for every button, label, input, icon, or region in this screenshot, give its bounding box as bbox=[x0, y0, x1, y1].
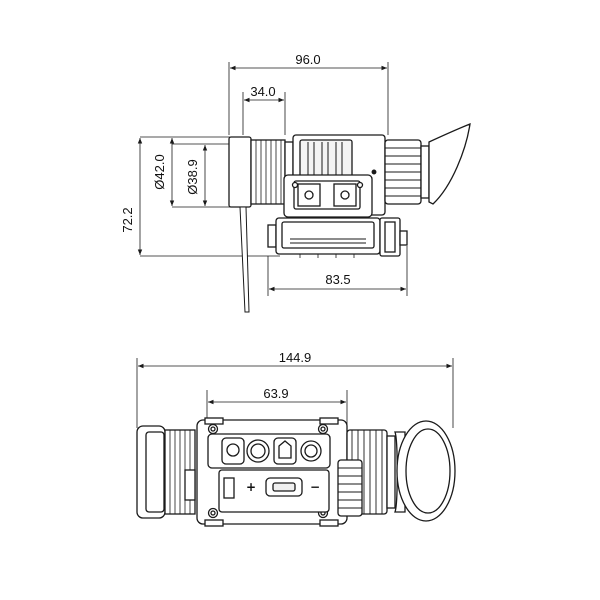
side-plate bbox=[283, 174, 373, 218]
dim-lens-offset: 34.0 bbox=[242, 84, 286, 135]
dim-total-length-label: 144.9 bbox=[279, 350, 312, 365]
eyepiece bbox=[384, 122, 471, 205]
dim-body-length: 83.5 bbox=[267, 246, 408, 296]
battery-compartment bbox=[267, 217, 408, 258]
dim-diameters: Ø38.9 Ø42.0 72.2 bbox=[120, 136, 280, 257]
focus-knob[interactable] bbox=[337, 459, 363, 517]
objective-lens-top bbox=[136, 425, 196, 519]
dim-overall-length: 96.0 bbox=[228, 52, 389, 135]
dim-diameter-inner-label: Ø38.9 bbox=[185, 159, 200, 194]
dim-lens-offset-label: 34.0 bbox=[250, 84, 275, 99]
lanyard-strap bbox=[239, 206, 250, 313]
objective-lens bbox=[228, 136, 294, 208]
minus-label: − bbox=[310, 480, 320, 494]
dim-total-length: 144.9 bbox=[136, 350, 454, 428]
top-view: 144.9 63.9 bbox=[136, 350, 456, 527]
dim-height-label: 72.2 bbox=[120, 207, 135, 232]
plus-label: + bbox=[246, 480, 256, 494]
dim-diameter-outer-label: Ø42.0 bbox=[152, 154, 167, 189]
dim-body-length-label: 83.5 bbox=[325, 272, 350, 287]
eyepiece-top bbox=[337, 420, 456, 522]
button-panel bbox=[207, 433, 331, 469]
dim-overall-length-label: 96.0 bbox=[295, 52, 320, 67]
dim-button-span-label: 63.9 bbox=[263, 386, 288, 401]
control-plate: + − bbox=[218, 469, 330, 513]
side-view: 96.0 34.0 Ø38.9 Ø42.0 72.2 bbox=[120, 52, 471, 313]
